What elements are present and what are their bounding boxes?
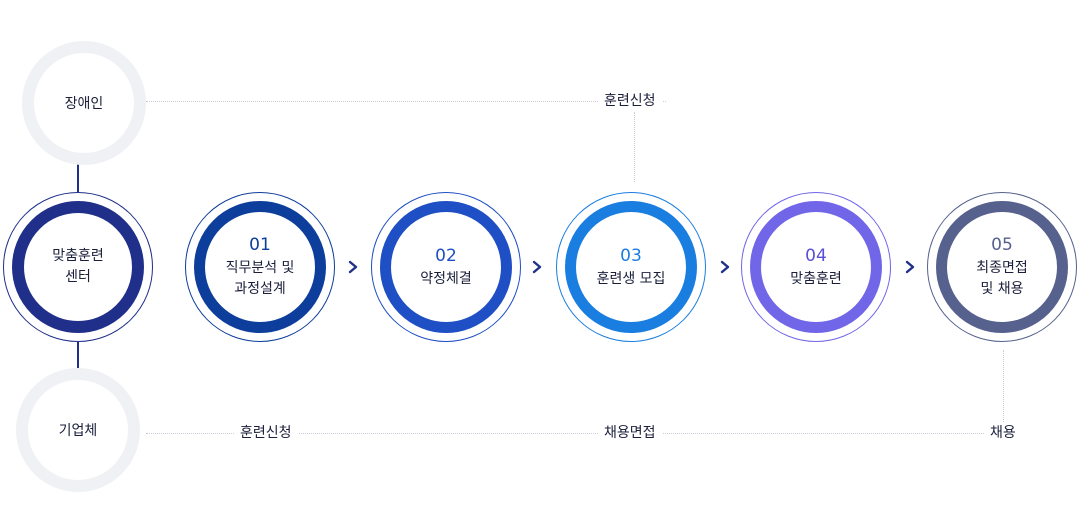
dotted-line-step5-to-hire xyxy=(1003,350,1004,422)
step-02-label-line1: 약정체결 xyxy=(420,270,472,287)
role-disabled-label: 장애인 xyxy=(64,96,104,112)
step-03-circle: 03 훈련생 모집 xyxy=(556,192,706,342)
step-01-label-line1: 직무분석 및 xyxy=(225,260,295,276)
dotted-line-bottom xyxy=(146,433,1006,434)
chevron-right-icon xyxy=(339,253,367,281)
connector-center-company xyxy=(77,338,79,368)
step-03-label-line1: 훈련생 모집 xyxy=(596,270,666,287)
step-05-circle: 05 최종면접 및 채용 xyxy=(927,192,1077,342)
step-02-number: 02 xyxy=(435,245,457,266)
step-04-number: 04 xyxy=(805,245,827,266)
center-circle: 맞춤훈련 센터 xyxy=(3,192,153,342)
label-training-application-top: 훈련신청 xyxy=(598,91,662,111)
role-company-circle: 기업체 xyxy=(16,368,140,492)
label-training-application-bottom: 훈련신청 xyxy=(234,423,298,443)
step-05-label-line2: 및 채용 xyxy=(980,281,1024,297)
step-04-label-line1: 맞춤훈련 xyxy=(790,270,842,287)
role-disabled-circle: 장애인 xyxy=(22,41,146,165)
role-company-label: 기업체 xyxy=(58,423,98,439)
step-04-circle: 04 맞춤훈련 xyxy=(741,192,891,342)
step-05-number: 05 xyxy=(991,235,1013,255)
chevron-right-icon xyxy=(896,253,924,281)
chevron-right-icon xyxy=(523,253,551,281)
step-05-label-line1: 최종면접 xyxy=(976,260,1028,276)
step-03-number: 03 xyxy=(620,245,642,266)
label-hiring-interview: 채용면접 xyxy=(598,423,662,443)
dotted-line-top xyxy=(146,101,666,102)
chevron-right-icon xyxy=(711,253,739,281)
label-hiring: 채용 xyxy=(984,423,1022,443)
step-01-circle: 01 직무분석 및 과정설계 xyxy=(185,192,335,342)
connector-disabled-center xyxy=(77,162,79,192)
dotted-line-top-to-step3 xyxy=(634,112,635,182)
step-01-label-line2: 과정설계 xyxy=(234,281,286,297)
center-label-line2: 센터 xyxy=(65,269,91,285)
center-label-line1: 맞춤훈련 xyxy=(52,248,104,264)
step-01-number: 01 xyxy=(249,235,271,255)
step-02-circle: 02 약정체결 xyxy=(371,192,521,342)
